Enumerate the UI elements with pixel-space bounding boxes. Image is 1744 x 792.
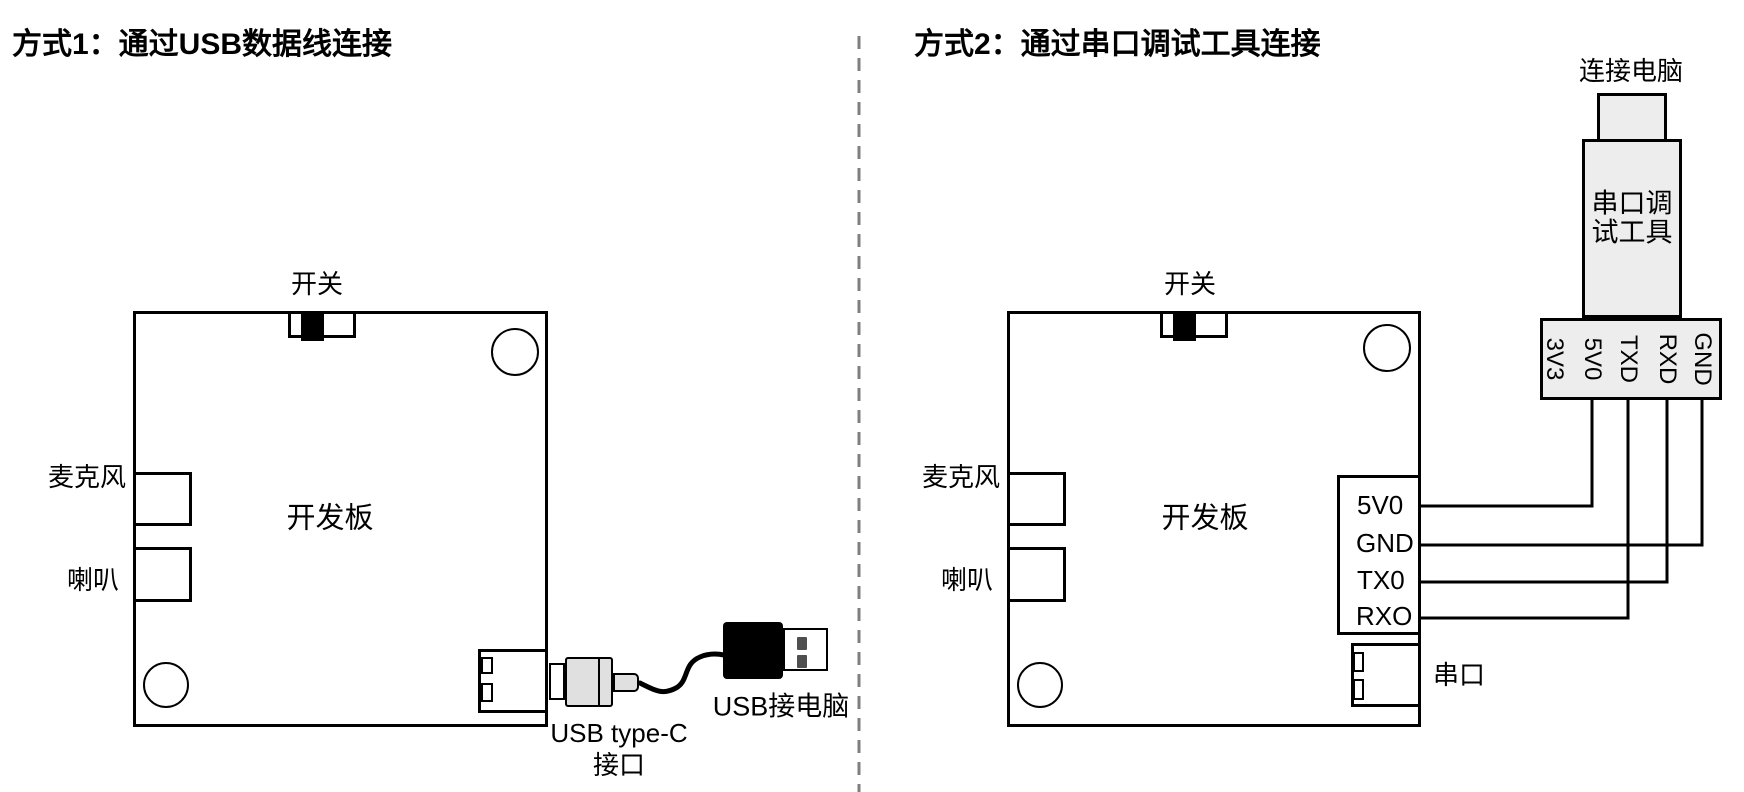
board-pin-gnd: GND [1356, 528, 1414, 559]
mic-1-label: 麦克风 [47, 462, 127, 493]
switch-1-knob [301, 311, 324, 341]
board-pin-rxo: RXO [1356, 601, 1413, 632]
usb-pc-caption: USB接电脑 [712, 691, 850, 722]
typec-plug-seam [598, 659, 600, 705]
tool-pin-gnd: GND [1689, 332, 1716, 386]
serial-connector-pin-bottom [1353, 679, 1364, 700]
mounting-hole-1-bottomleft [143, 662, 189, 708]
speaker-1-label: 喇叭 [66, 565, 120, 596]
board-pin-block [1337, 475, 1421, 635]
usba-contact-bottom [797, 655, 807, 668]
serial-port-label: 串口 [1432, 660, 1486, 691]
speaker-2-label: 喇叭 [940, 565, 994, 596]
tool-name-line2: 试工具 [1591, 217, 1673, 248]
mounting-hole-2-topright [1363, 324, 1411, 372]
switch-2-label: 开关 [1163, 269, 1217, 300]
typec-plug-notch [549, 663, 565, 700]
usb-socket-pin-top [481, 657, 493, 674]
method1-title: 方式1：通过USB数据线连接 [12, 28, 393, 61]
wire-gnd [1421, 400, 1704, 547]
usb-cable [637, 651, 727, 695]
connect-pc-label: 连接电脑 [1578, 56, 1684, 87]
board-pin-5v0: 5V0 [1357, 490, 1404, 521]
mic-2-label: 麦克风 [921, 462, 1001, 493]
tool-pin-rxd: RXD [1654, 333, 1681, 385]
serial-connector-pin-top [1353, 652, 1364, 672]
typec-caption-line2: 接口 [592, 750, 646, 781]
mic-2-port [1007, 472, 1066, 526]
wire-rxo-txd [1421, 400, 1630, 620]
dev-board-1-label: 开发板 [286, 502, 374, 535]
tool-pin-3v3: 3V3 [1541, 337, 1568, 381]
usba-metal-shell [783, 628, 828, 671]
usb-socket-pin-bottom [481, 683, 493, 702]
speaker-2-port [1007, 547, 1066, 602]
usba-body [723, 622, 783, 679]
usba-contact-top [797, 637, 807, 650]
speaker-1-port [133, 547, 192, 602]
typec-caption-line1: USB type-C [550, 718, 688, 749]
tool-pin-txd: TXD [1615, 335, 1642, 383]
typec-plug-tip [613, 673, 639, 692]
switch-1-label: 开关 [290, 269, 344, 300]
wire-tx0-rxd [1421, 400, 1669, 584]
tool-body [1582, 139, 1682, 318]
typec-plug-body [565, 657, 613, 707]
tool-name-line1: 串口调 [1591, 188, 1673, 219]
tool-pin-5v0: 5V0 [1579, 337, 1606, 381]
board-pin-tx0: TX0 [1357, 565, 1405, 596]
wire-5v0 [1421, 400, 1594, 508]
mic-1-port [133, 472, 192, 526]
tool-pin-header [1540, 318, 1722, 400]
switch-2-knob [1173, 311, 1196, 341]
method2-title: 方式2：通过串口调试工具连接 [914, 28, 1321, 61]
tool-usb-plug [1597, 93, 1667, 142]
mounting-hole-1-topright [491, 328, 539, 376]
usb-socket-outline [478, 649, 548, 713]
mounting-hole-2-bottomleft [1017, 662, 1063, 708]
dev-board-2-label: 开发板 [1161, 502, 1249, 535]
